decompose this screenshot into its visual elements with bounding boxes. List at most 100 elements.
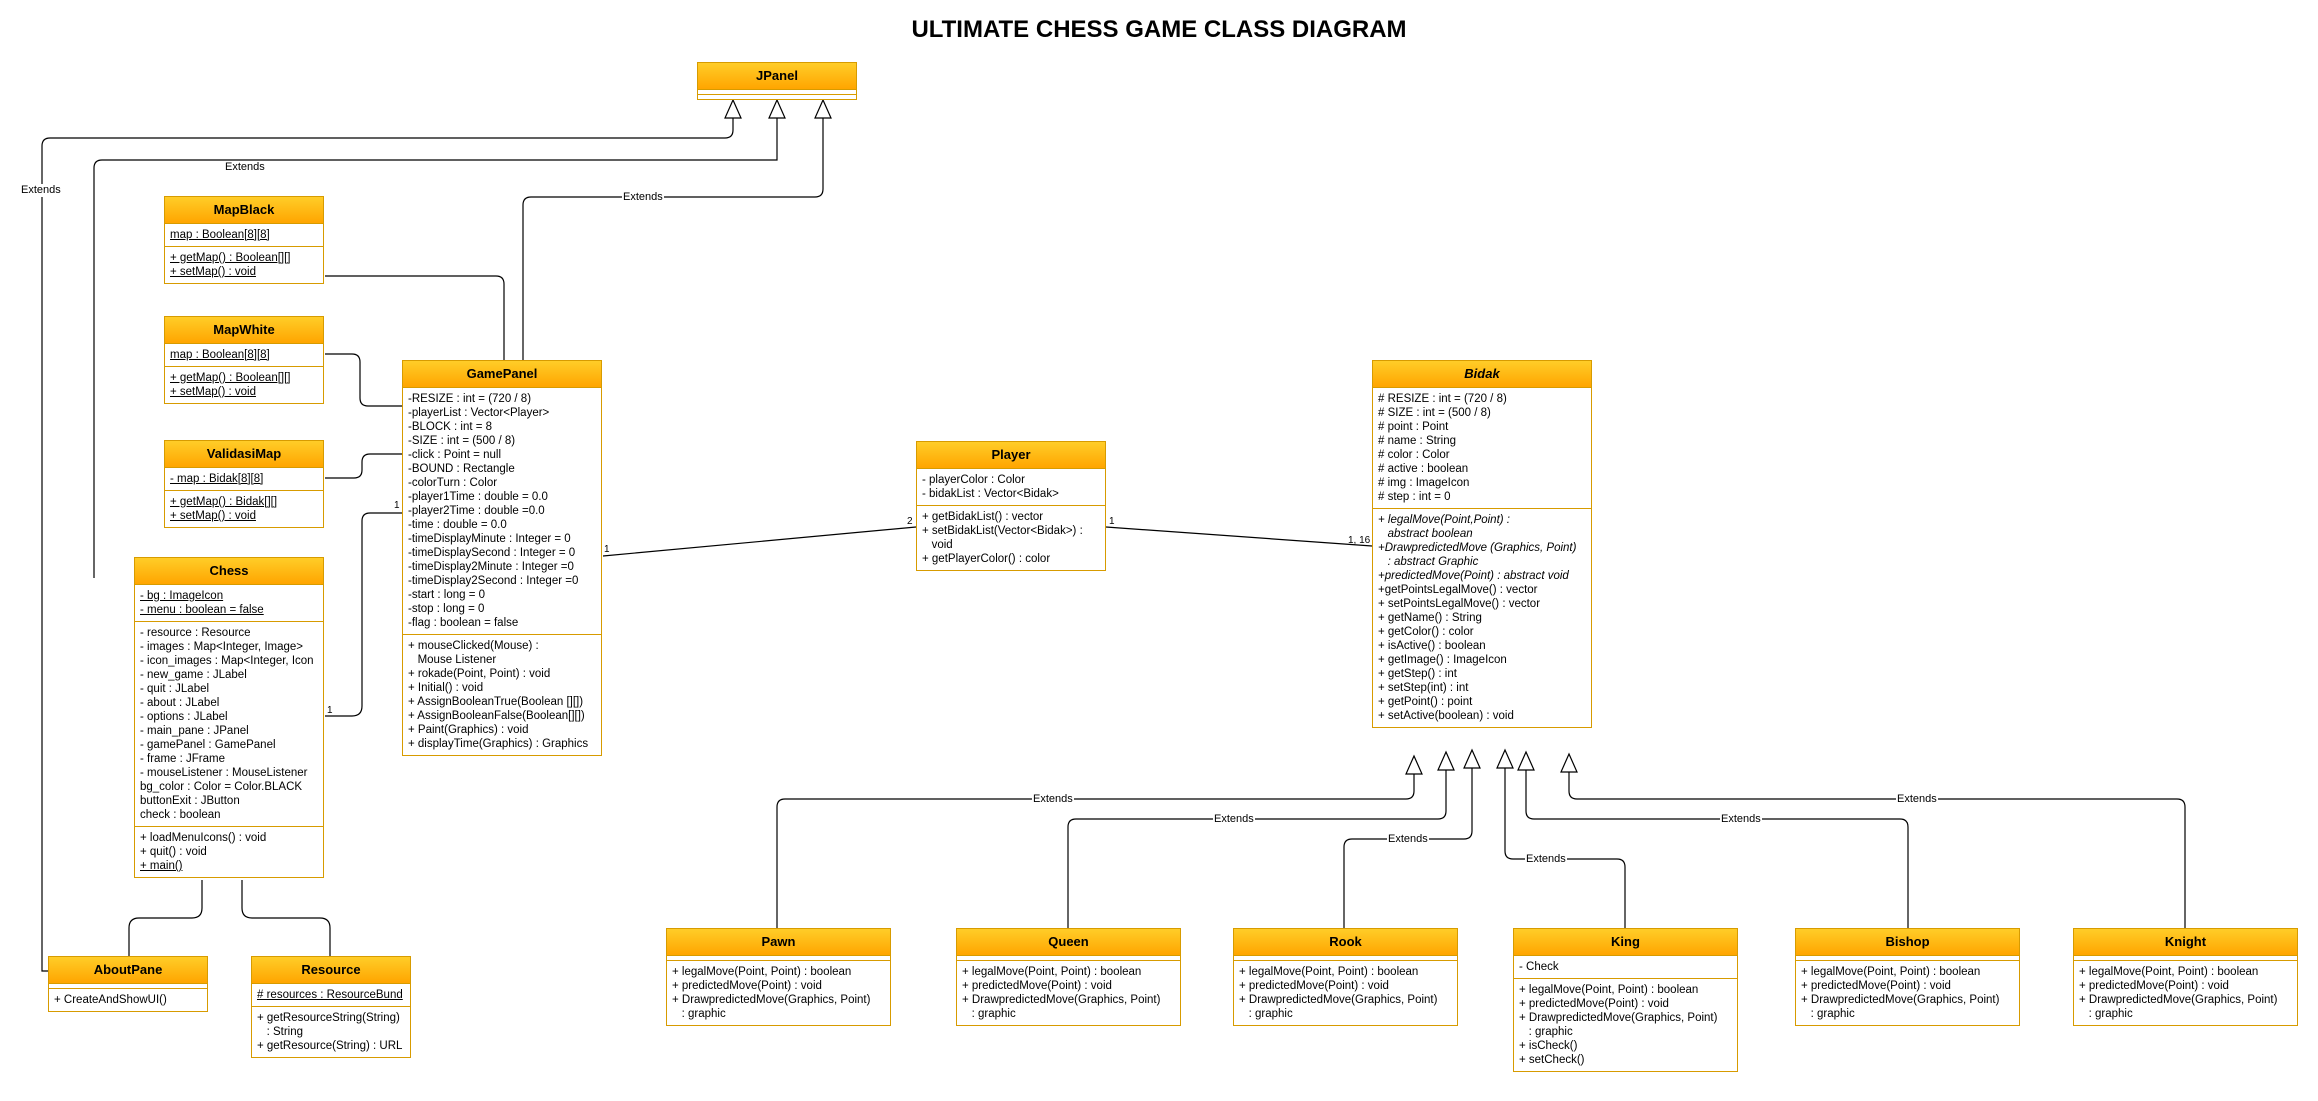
class-pawn[interactable]: Pawn+ legalMove(Point, Point) : boolean+…: [666, 928, 891, 1026]
method-row: + getName() : String: [1378, 612, 1482, 624]
class-name: Bishop: [1796, 929, 2019, 956]
attribute-row: # SIZE : int = (500 / 8): [1378, 407, 1491, 419]
assoc-chess-gamepanel: [325, 512, 402, 717]
method-row: + isCheck(): [1519, 1040, 1578, 1052]
attribute-row: -player1Time : double = 0.0: [408, 491, 548, 503]
methods-section: + legalMove(Point, Point) : boolean+ pre…: [1514, 978, 1737, 1071]
extends-line-knight: [1568, 770, 2186, 928]
attributes-section: # RESIZE : int = (720 / 8)# SIZE : int =…: [1373, 388, 1591, 508]
method-row: + legalMove(Point,Point) :: [1378, 514, 1510, 526]
extends-label-gamepanel: Extends: [622, 191, 664, 204]
attribute-row: - menu : boolean = false: [140, 604, 264, 616]
mult-chess-gamepanel-source: 1: [327, 705, 333, 716]
method-row: + predictedMove(Point) : void: [962, 980, 1112, 992]
method-row: + legalMove(Point, Point) : boolean: [1519, 984, 1699, 996]
assoc-gamepanel-player: [602, 526, 917, 557]
methods-section: + getResourceString(String) : String+ ge…: [252, 1006, 410, 1057]
method-row: + predictedMove(Point) : void: [1801, 980, 1951, 992]
inherit-arrow-bidak-b: [1437, 750, 1455, 771]
class-bishop[interactable]: Bishop+ legalMove(Point, Point) : boolea…: [1795, 928, 2020, 1026]
attributes-section: - resource : Resource- images : Map<Inte…: [135, 621, 323, 826]
method-row: + setPointsLegalMove() : vector: [1378, 598, 1541, 610]
class-resource[interactable]: Resource# resources : ResourceBund+ getR…: [251, 956, 411, 1058]
method-row: +DrawpredictedMove (Graphics, Point): [1378, 542, 1577, 554]
class-name: Player: [917, 442, 1105, 469]
attribute-row: # img : ImageIcon: [1378, 477, 1470, 489]
attribute-row: -timeDisplay2Second : Integer =0: [408, 575, 579, 587]
class-gamepanel[interactable]: GamePanel -RESIZE : int = (720 / 8) -playe…: [402, 360, 602, 756]
attribute-row: - Check: [1519, 961, 1559, 973]
attributes-section: - bg : ImageIcon - menu : boolean = false: [135, 585, 323, 621]
attributes-section: map : Boolean[8][8]: [165, 344, 323, 366]
class-aboutpane[interactable]: AboutPane+ CreateAndShowUI(): [48, 956, 208, 1012]
class-king[interactable]: King- Check+ legalMove(Point, Point) : b…: [1513, 928, 1738, 1072]
method-row: + setCheck(): [1519, 1054, 1585, 1066]
methods-section: + legalMove(Point, Point) : boolean+ pre…: [2074, 960, 2297, 1025]
methods-section: + getMap() : Boolean[][]+ setMap() : voi…: [165, 246, 323, 283]
attribute-row: - quit : JLabel: [140, 683, 210, 695]
extends-label-pawn: Extends: [1032, 793, 1074, 806]
attributes-section: # resources : ResourceBund: [252, 984, 410, 1006]
method-row: Mouse Listener: [408, 654, 497, 666]
method-row: void: [922, 539, 953, 551]
method-row: + isActive() : boolean: [1378, 640, 1486, 652]
method-row: + predictedMove(Point) : void: [1239, 980, 1389, 992]
mult-gamepanel-player-target: 2: [907, 516, 913, 527]
class-chess[interactable]: Chess- bg : ImageIcon- menu : boolean = …: [134, 557, 324, 878]
attribute-row: - new_game : JLabel: [140, 669, 247, 681]
class-queen[interactable]: Queen+ legalMove(Point, Point) : boolean…: [956, 928, 1181, 1026]
attribute-row: -time : double = 0.0: [408, 519, 507, 531]
class-name: Pawn: [667, 929, 890, 956]
attribute-row: -player2Time : double =0.0: [408, 505, 545, 517]
mult-chess-gamepanel-target: 1: [394, 500, 400, 511]
attribute-row: - icon_images : Map<Integer, Icon: [140, 655, 314, 667]
inherit-arrow-bidak-c: [1463, 748, 1481, 769]
assoc-mapblack-gamepanel: [325, 275, 505, 360]
inherit-arrow-bidak-d: [1496, 748, 1514, 769]
attribute-row: - options : JLabel: [140, 711, 228, 723]
attribute-row: -playerList : Vector<Player>: [408, 407, 550, 419]
class-bidak[interactable]: Bidak# RESIZE : int = (720 / 8)# SIZE : …: [1372, 360, 1592, 728]
attribute-row: -SIZE : int = (500 / 8): [408, 435, 516, 447]
attribute-row: # name : String: [1378, 435, 1456, 447]
extends-line-rook: [1343, 766, 1473, 928]
methods-section: + CreateAndShowUI(): [49, 988, 207, 1011]
method-row: + getMap() : Boolean[][]: [170, 372, 291, 384]
class-jpanel[interactable]: JPanel: [697, 62, 857, 100]
method-row: : graphic: [1519, 1026, 1573, 1038]
methods-section: + getBidakList() : vector+ setBidakList(…: [917, 505, 1105, 570]
mult-player-bidak-target: 1, 16: [1348, 535, 1371, 546]
method-row: + getPlayerColor() : color: [922, 553, 1051, 565]
class-name: Resource: [252, 957, 410, 984]
method-row: : graphic: [1801, 1008, 1855, 1020]
class-validasimap[interactable]: ValidasiMap- map : Bidak[8][8]+ getMap()…: [164, 440, 324, 528]
attribute-row: -RESIZE : int = (720 / 8): [408, 393, 532, 405]
extends-label-aboutpane: Extends: [20, 184, 62, 197]
extends-label-rook: Extends: [1387, 833, 1429, 846]
attribute-row: - main_pane : JPanel: [140, 725, 249, 737]
class-name: ValidasiMap: [165, 441, 323, 468]
class-knight[interactable]: Knight+ legalMove(Point, Point) : boolea…: [2073, 928, 2298, 1026]
extends-line-gamepanel: [522, 106, 824, 360]
class-rook[interactable]: Rook+ legalMove(Point, Point) : boolean+…: [1233, 928, 1458, 1026]
attribute-row: -colorTurn : Color: [408, 477, 498, 489]
method-row: : abstract Graphic: [1378, 556, 1479, 568]
class-name: GamePanel: [403, 361, 601, 388]
method-row: + setMap() : void: [170, 266, 256, 278]
assoc-chess-aboutpane: [128, 880, 203, 956]
assoc-player-bidak: [1105, 526, 1373, 547]
class-player[interactable]: Player- playerColor : Color- bidakList :…: [916, 441, 1106, 571]
attribute-row: - images : Map<Integer, Image>: [140, 641, 304, 653]
method-row: + Initial() : void: [408, 682, 484, 694]
attribute-row: - bg : ImageIcon: [140, 590, 224, 602]
method-row: + DrawpredictedMove(Graphics, Point): [1519, 1012, 1718, 1024]
attribute-row: -timeDisplay2Minute : Integer =0: [408, 561, 574, 573]
attribute-row: - gamePanel : GamePanel: [140, 739, 276, 751]
attribute-row: # active : boolean: [1378, 463, 1469, 475]
inherit-arrow-bidak-a: [1405, 754, 1423, 775]
methods-section: [698, 94, 856, 99]
assoc-chess-resource: [241, 880, 331, 956]
inherit-arrow-bidak-e: [1517, 750, 1535, 771]
